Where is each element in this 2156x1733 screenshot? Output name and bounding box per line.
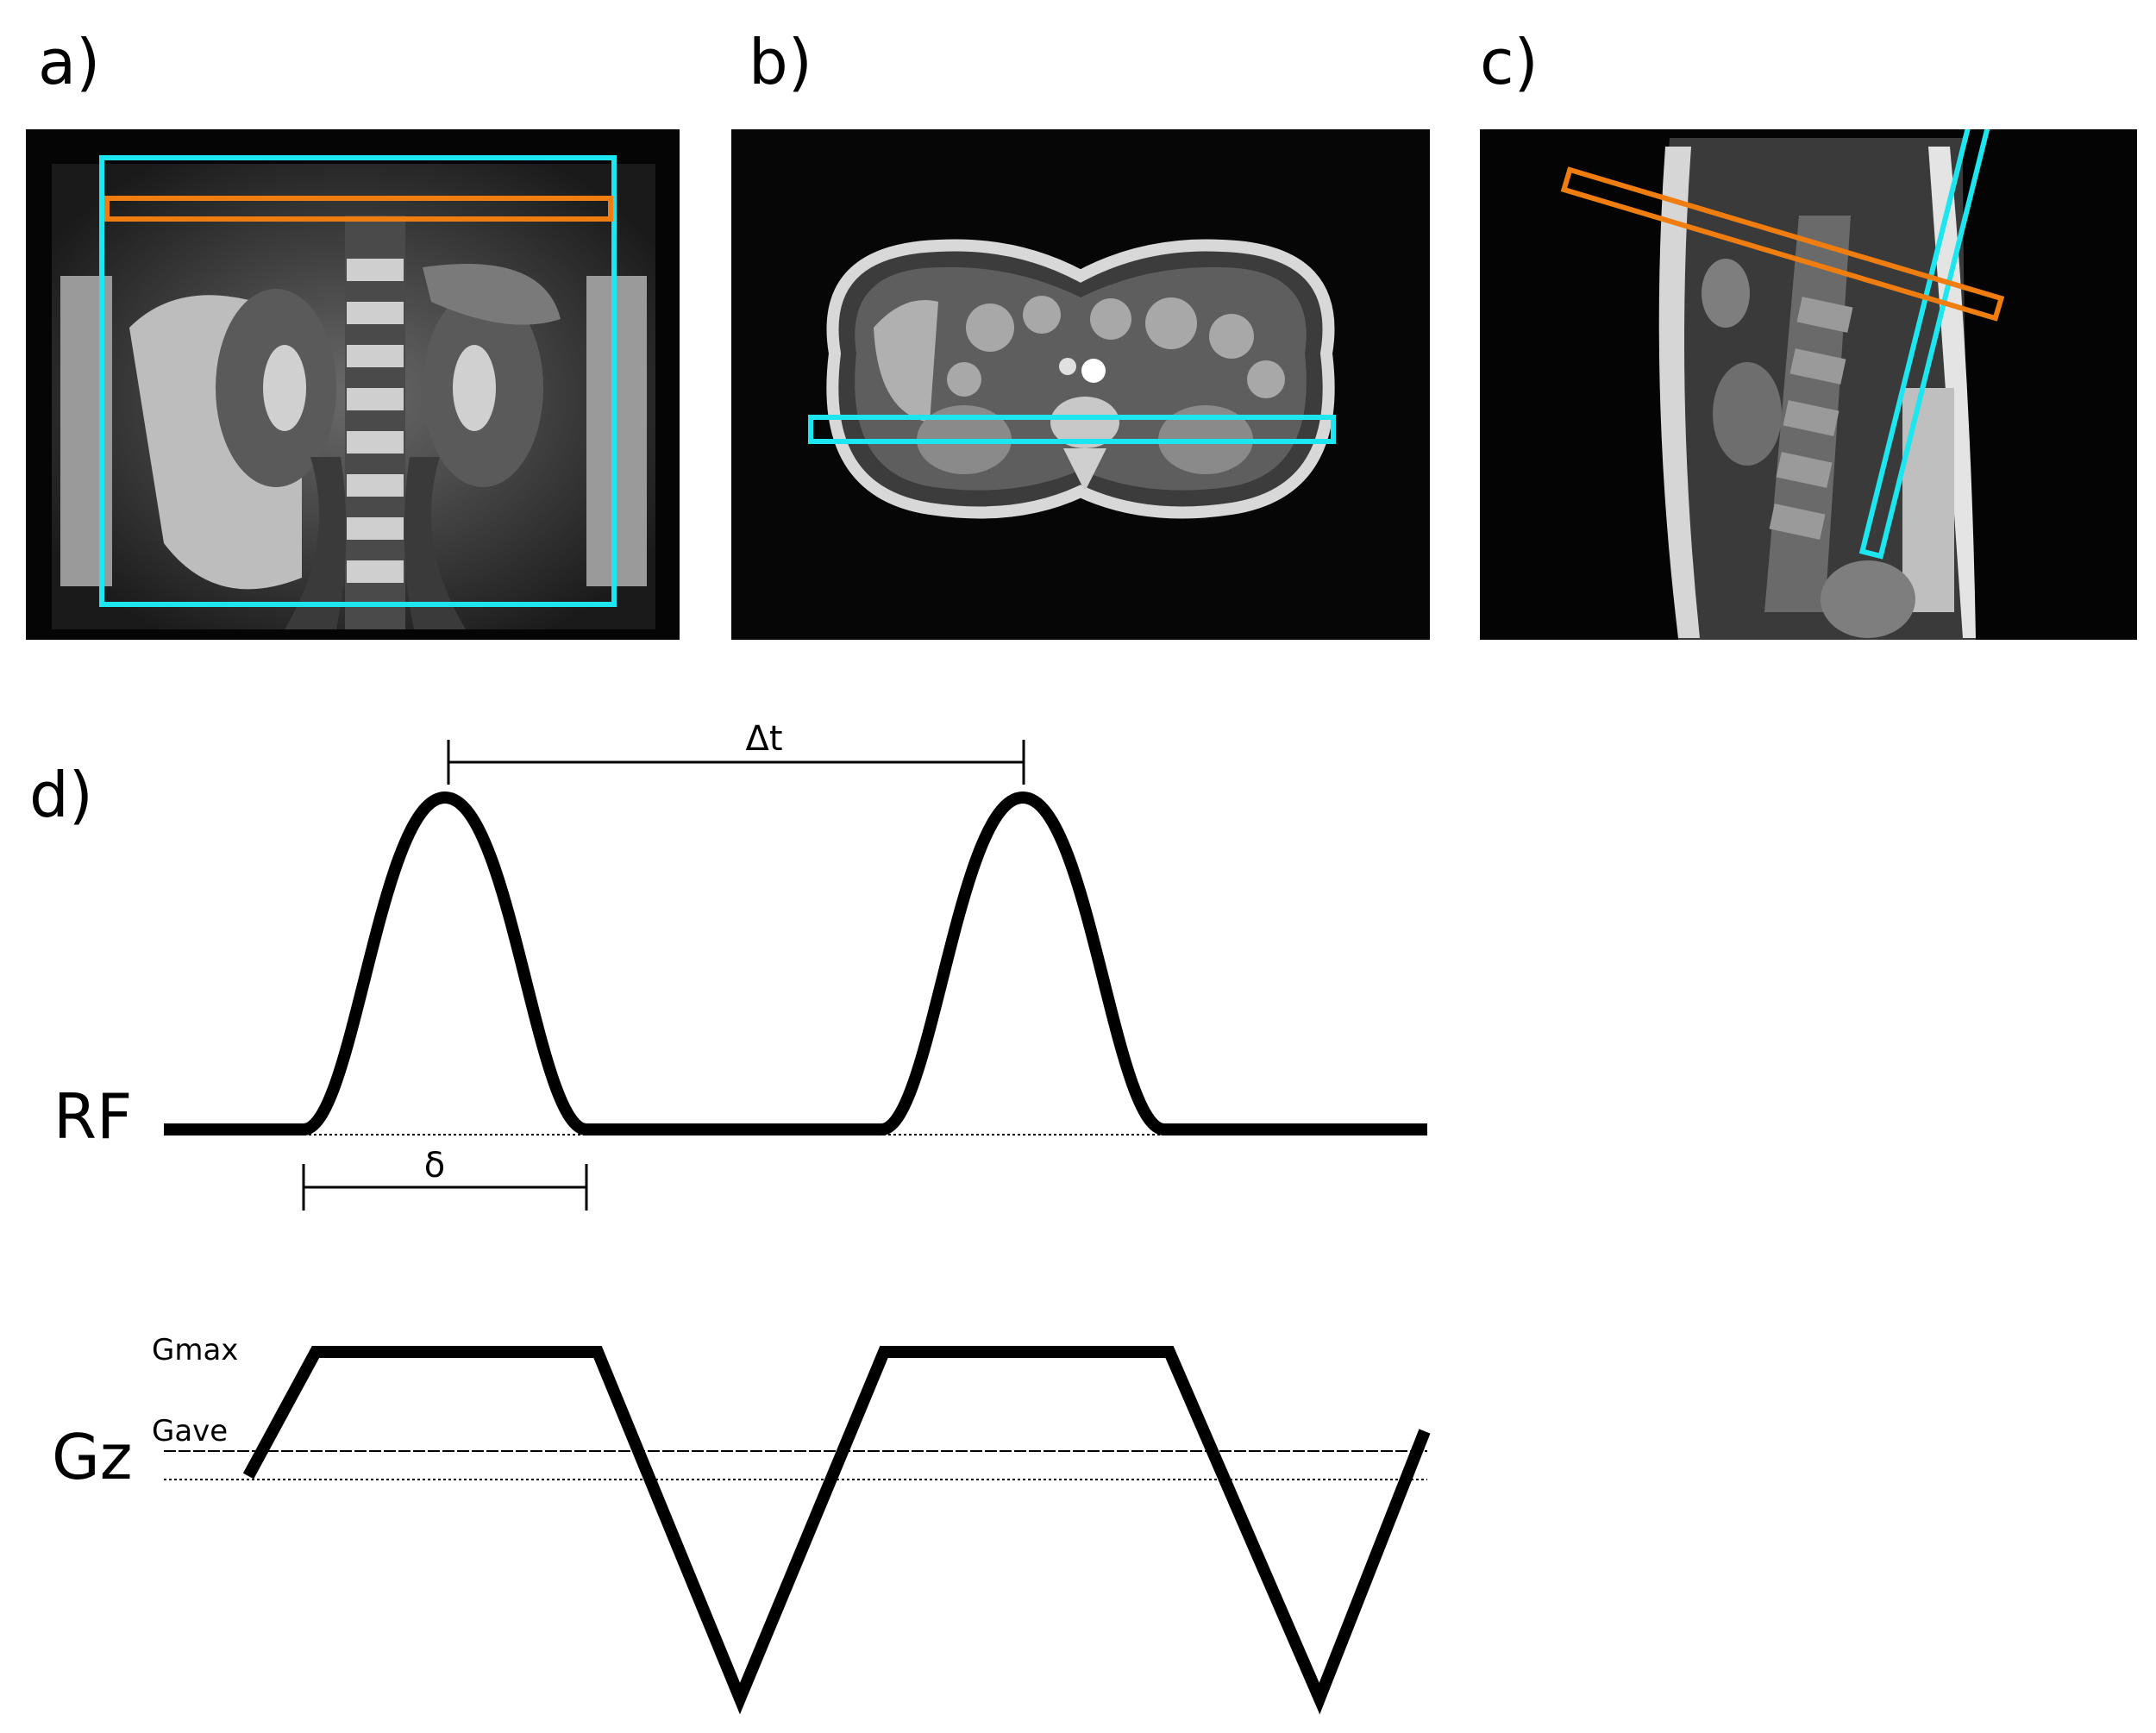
gz-label: Gz xyxy=(52,1421,133,1493)
mri-axial-image xyxy=(731,129,1430,640)
mri-coronal-drawing xyxy=(26,129,680,640)
delta-label: δ xyxy=(424,1146,445,1186)
rf-waveform xyxy=(164,791,1427,1136)
slice-box-orange xyxy=(104,196,613,222)
panel-label-c: c) xyxy=(1480,26,1539,98)
gave-label: Gave xyxy=(152,1414,228,1448)
gz-waveform xyxy=(242,1346,1431,1715)
mri-axial-drawing xyxy=(731,129,1430,640)
slice-box-cyan xyxy=(808,415,1336,444)
panel-label-b: b) xyxy=(749,26,812,98)
slice-box-cyan xyxy=(1858,129,1993,560)
gmax-label: Gmax xyxy=(152,1333,238,1367)
rf-label: RF xyxy=(53,1080,132,1153)
panel-label-a: a) xyxy=(38,26,101,98)
panel-label-d: d) xyxy=(29,759,93,831)
delta-t-label: Δt xyxy=(745,719,782,759)
delta-t-bracket xyxy=(447,740,1025,785)
slice-box-orange xyxy=(1560,166,2005,322)
mri-coronal-image xyxy=(26,129,680,640)
fov-box-cyan xyxy=(99,155,617,607)
mri-sagittal-drawing xyxy=(1480,129,2137,640)
delta-bracket xyxy=(302,1164,588,1211)
mri-sagittal-image xyxy=(1480,129,2137,640)
